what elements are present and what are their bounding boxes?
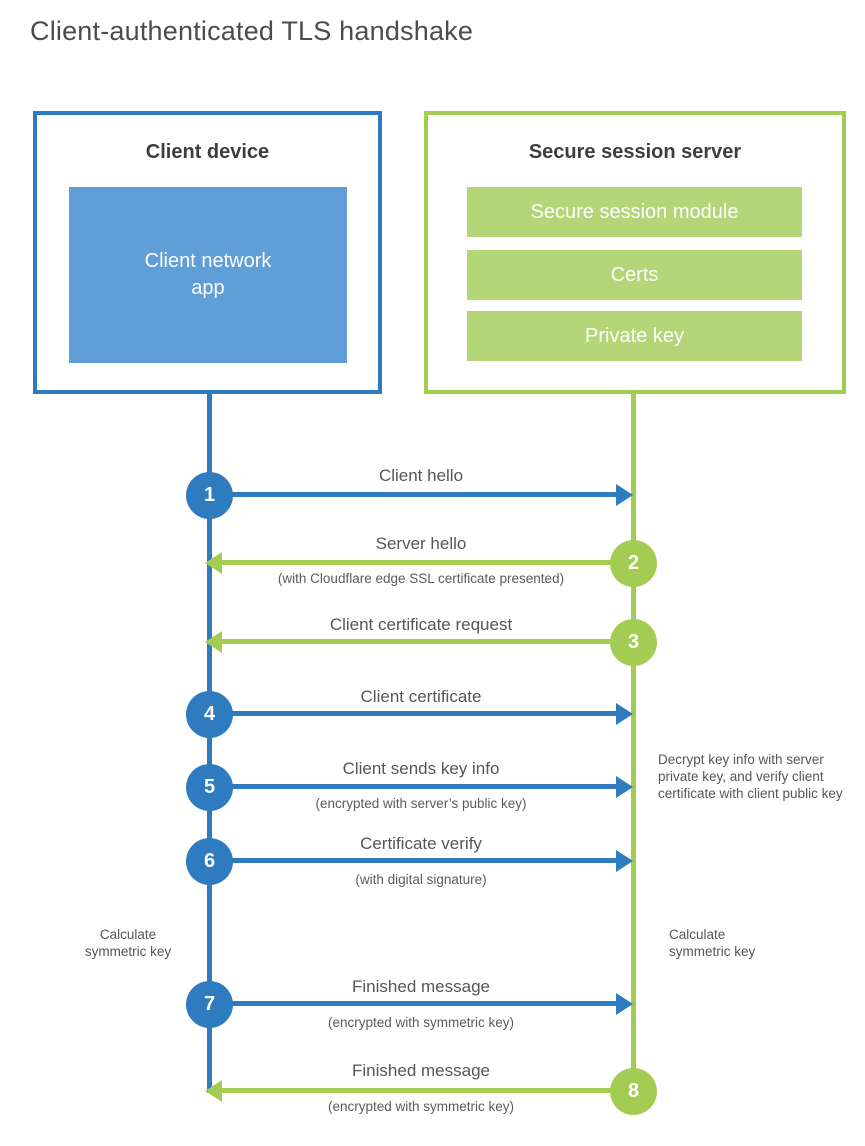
step-circle-7: 7 (186, 981, 233, 1028)
note-calculate-symmetric-key-client: Calculate symmetric key (84, 927, 172, 959)
client-lifeline (207, 394, 212, 1093)
arrow-shaft (219, 1088, 633, 1093)
label-client-certificate: Client certificate (360, 687, 482, 706)
arrow-client-hello (212, 484, 633, 506)
arrow-head-left-icon (205, 1080, 222, 1102)
label-client-certificate-request: Client certificate request (329, 615, 513, 634)
step-circle-5: 5 (186, 764, 233, 811)
step-circle-8: 8 (610, 1068, 657, 1115)
arrow-head-right-icon (616, 776, 633, 798)
sublabel-server-hello: (with Cloudflare edge SSL certificate pr… (277, 571, 565, 586)
server-lifeline (631, 394, 636, 1092)
arrow-shaft (212, 1001, 619, 1006)
step-circle-3: 3 (610, 619, 657, 666)
note-calculate-symmetric-key-server: Calculate symmetric key (669, 927, 756, 959)
label-finished-message-server: Finished message (352, 1061, 490, 1080)
arrow-certificate-verify (212, 850, 633, 872)
page-title: Client-authenticated TLS handshake (30, 16, 474, 46)
sublabel-finished-message-server: (encrypted with symmetric key) (327, 1099, 515, 1114)
arrow-head-right-icon (616, 850, 633, 872)
arrow-shaft (212, 711, 619, 716)
arrow-head-right-icon (616, 703, 633, 725)
secure-session-server-box: Secure session server Secure session mod… (424, 111, 846, 394)
server-module-certs: Certs (467, 250, 802, 300)
arrow-client-certificate (212, 703, 633, 725)
client-device-title: Client device (145, 141, 270, 163)
arrow-shaft (212, 784, 619, 789)
arrow-finished-message-client (212, 993, 633, 1015)
step-circle-6: 6 (186, 838, 233, 885)
arrow-head-left-icon (205, 552, 222, 574)
server-module-private-key: Private key (467, 311, 802, 361)
arrow-head-left-icon (205, 631, 222, 653)
sublabel-client-sends-key-info: (encrypted with server’s public key) (315, 796, 527, 811)
label-client-sends-key-info: Client sends key info (342, 759, 500, 778)
step-circle-1: 1 (186, 472, 233, 519)
arrow-finished-message-server (205, 1080, 633, 1102)
arrow-server-hello (205, 552, 633, 574)
label-certificate-verify: Certificate verify (360, 834, 482, 853)
arrow-client-sends-key-info (212, 776, 633, 798)
sublabel-certificate-verify: (with digital signature) (355, 872, 487, 887)
arrow-shaft (212, 492, 619, 497)
client-network-app-box: Client network app (69, 187, 347, 363)
arrow-client-certificate-request (205, 631, 633, 653)
arrow-shaft (212, 858, 619, 863)
label-client-hello: Client hello (378, 466, 464, 485)
step-circle-4: 4 (186, 691, 233, 738)
arrow-shaft (219, 560, 633, 565)
client-device-box: Client device Client network app (33, 111, 382, 394)
secure-session-server-title: Secure session server (528, 141, 742, 163)
server-module-secure-session-module: Secure session module (467, 187, 802, 237)
label-server-hello: Server hello (375, 534, 467, 553)
arrow-shaft (219, 639, 633, 644)
note-decrypt-key-info: Decrypt key info with server private key… (658, 752, 843, 801)
arrow-head-right-icon (616, 484, 633, 506)
sublabel-finished-message-client: (encrypted with symmetric key) (327, 1015, 515, 1030)
arrow-head-right-icon (616, 993, 633, 1015)
step-circle-2: 2 (610, 540, 657, 587)
label-finished-message-client: Finished message (352, 977, 490, 996)
